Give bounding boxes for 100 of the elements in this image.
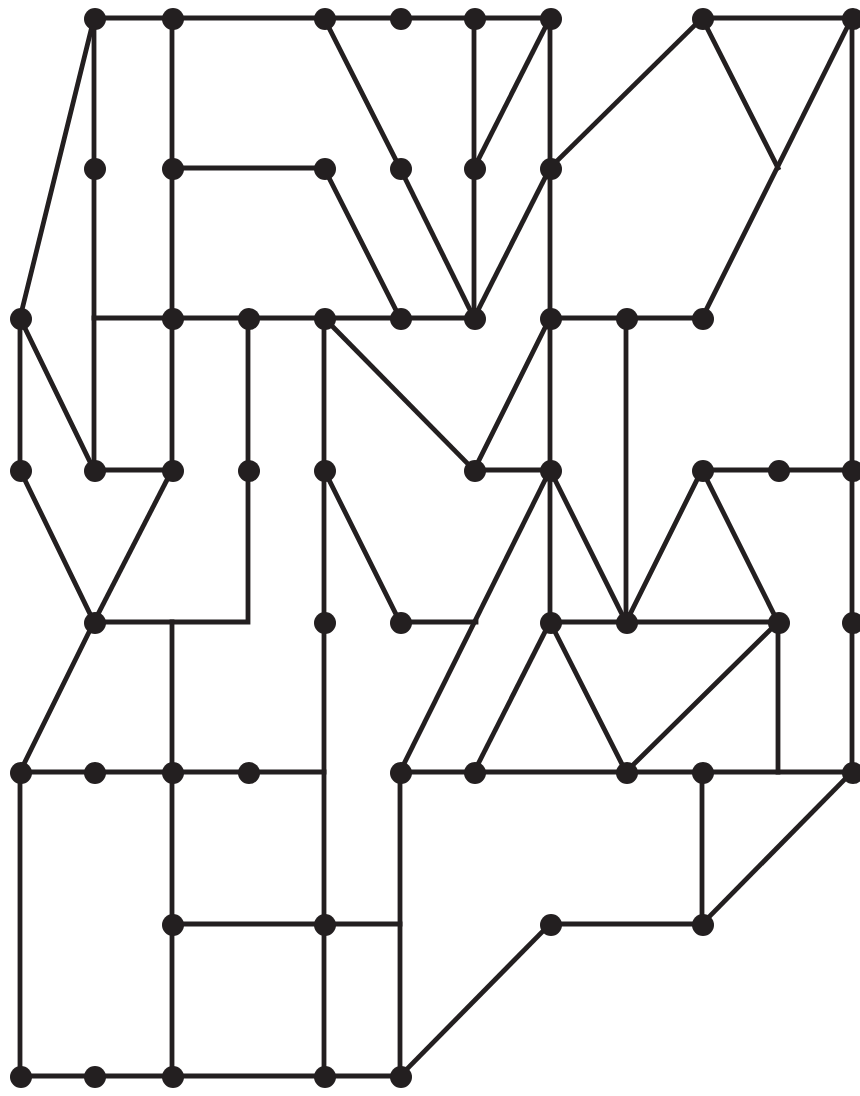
connector-line [102,769,164,775]
connector-line [91,315,164,321]
connector-line [558,315,618,321]
node-dot [539,157,561,179]
connector-line [326,25,398,161]
connector-line [631,627,773,767]
node-dot [691,7,713,29]
connector-line [20,26,94,310]
node-dot [389,307,411,329]
connector-line [256,315,316,321]
connector-line [547,326,553,462]
node-dot [161,157,183,179]
connector-line [17,780,23,1068]
node-dot [767,611,789,633]
connector-line [180,15,316,21]
node-dot [237,307,259,329]
connector-line [471,26,477,160]
connector-line [256,769,327,775]
connector-line [102,15,164,21]
node-dot [9,761,31,783]
connector-line [332,315,392,321]
connector-line [402,477,548,765]
connector-line [28,769,86,775]
connector-line [169,26,175,160]
connector-line [326,477,398,615]
connector-line [710,769,844,775]
connector-line [332,921,403,927]
connector-line [180,165,316,171]
connector-line [710,467,770,473]
node-dot [389,1065,411,1087]
connector-line [482,467,542,473]
connector-line [102,1073,164,1079]
connector-line [634,315,694,321]
connector-line [710,15,844,21]
connector-line [699,780,705,916]
connector-line [786,467,844,473]
node-dot [463,307,485,329]
connector-line [552,477,624,615]
connector-line [775,630,781,775]
connector-line [547,26,553,160]
connector-line [849,630,855,764]
node-dot [841,611,860,633]
node-dot [83,611,105,633]
node-dot [313,7,335,29]
node-dot [83,157,105,179]
node-dot [83,1065,105,1087]
connector-line [321,630,327,916]
connector-line [169,326,175,462]
node-dot [313,913,335,935]
node-dot [83,761,105,783]
connector-line [91,26,97,160]
connector-line [482,15,542,21]
node-dot [237,761,259,783]
node-dot [691,761,713,783]
connector-line [408,619,479,625]
node-dot [161,307,183,329]
connector-line [91,176,97,462]
connector-line [28,1073,86,1079]
node-dot [539,307,561,329]
node-dot [841,7,860,29]
node-dot [9,1065,31,1087]
node-dot [539,913,561,935]
connector-line [704,477,776,615]
connector-line [547,176,553,310]
connector-line [169,176,175,310]
connector-line [332,1073,392,1079]
node-dot [9,307,31,329]
connector-line [405,929,545,1071]
connector-line [849,478,855,614]
connector-line [180,921,316,927]
node-dot [83,7,105,29]
node-dot [313,459,335,481]
connector-line [321,478,327,614]
connector-line [180,769,240,775]
node-dot [691,307,713,329]
connector-line [634,619,770,625]
connector-line [704,25,850,311]
node-dot [767,459,789,481]
connector-line [476,629,548,765]
connector-line [547,478,553,614]
connector-line [245,326,251,462]
node-dot [463,157,485,179]
node-dot [539,459,561,481]
connector-line [22,477,92,615]
connector-line [704,25,781,171]
node-dot [615,761,637,783]
connector-line [180,315,240,321]
node-dot [161,761,183,783]
connector-line [476,25,548,161]
connector-line [321,932,327,1068]
connector-line [326,175,398,311]
connector-line [471,176,477,310]
node-dot [841,459,860,481]
node-dot [615,611,637,633]
node-dot [313,157,335,179]
connector-line [408,315,466,321]
node-dot [691,459,713,481]
node-dot [161,913,183,935]
connector-line [558,921,694,927]
connector-line [102,478,251,625]
